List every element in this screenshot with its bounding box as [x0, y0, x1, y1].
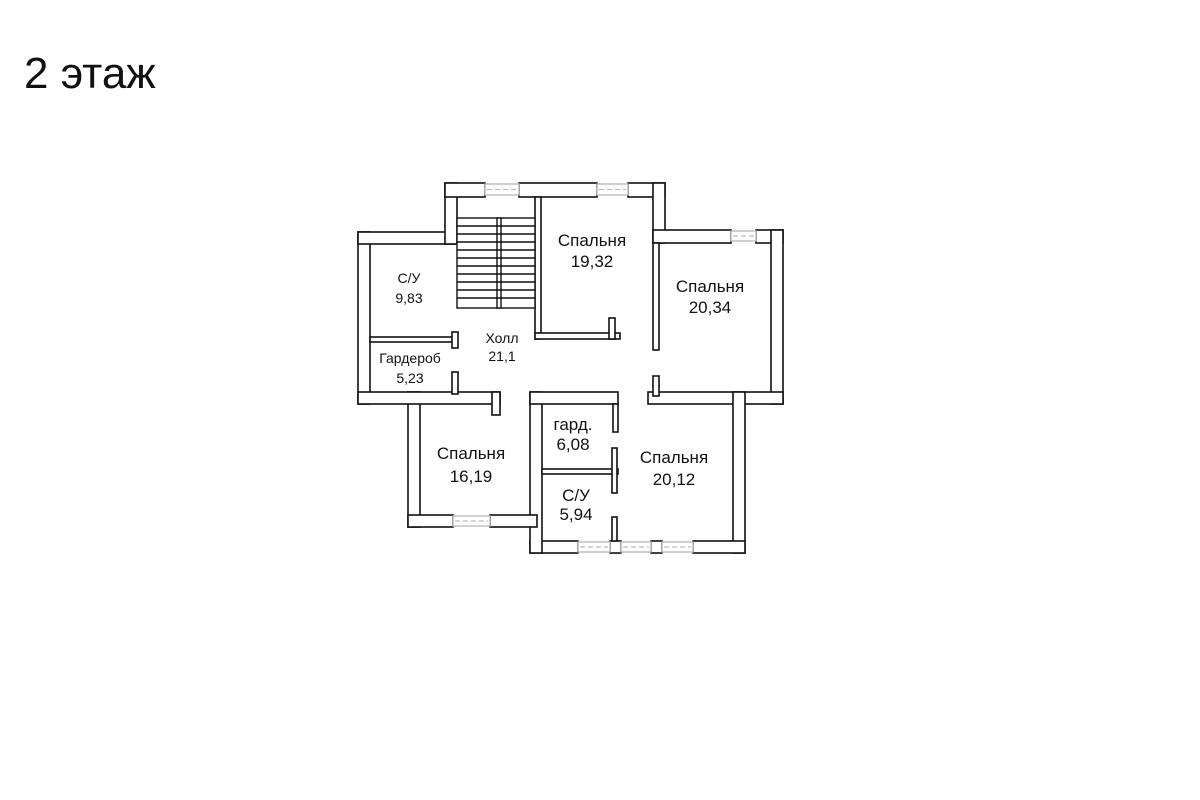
room-area: 19,32	[570, 252, 614, 272]
room-area: 16,19	[449, 466, 493, 486]
room-bedroom-3: Спальня 16,19	[437, 443, 505, 489]
room-area: 20,34	[688, 298, 732, 318]
room-name: гард.	[553, 415, 593, 434]
room-area: 21,1	[488, 347, 516, 364]
room-bathroom-2: С/У 5,94	[559, 486, 593, 524]
room-bedroom-1: Спальня 19,32	[558, 230, 626, 273]
room-name: Гардероб	[379, 350, 441, 366]
room-name: Спальня	[557, 231, 627, 250]
room-name: С/У	[397, 270, 421, 286]
windows	[452, 183, 757, 553]
room-name: Спальня	[675, 277, 745, 296]
room-area: 5,23	[396, 370, 424, 387]
room-area: 9,83	[395, 290, 423, 307]
room-name: Спальня	[436, 444, 506, 463]
room-bedroom-4: Спальня 20,12	[640, 447, 708, 491]
room-bathroom-1: С/У 9,83	[395, 268, 422, 309]
staircase	[456, 217, 536, 309]
room-hall: Холл 21,1	[486, 330, 519, 365]
room-area: 5,94	[559, 504, 593, 524]
room-wardrobe: Гардероб 5,23	[379, 348, 441, 389]
room-area: 20,12	[652, 470, 696, 490]
room-name: Спальня	[639, 448, 709, 467]
walls	[357, 182, 784, 554]
room-bedroom-2: Спальня 20,34	[676, 276, 744, 319]
room-area: 6,08	[556, 434, 590, 454]
room-wardrobe-2: гард. 6,08	[554, 415, 593, 454]
floor-title: 2 этаж	[24, 49, 156, 98]
room-name: С/У	[562, 486, 590, 505]
room-name: Холл	[485, 330, 519, 346]
